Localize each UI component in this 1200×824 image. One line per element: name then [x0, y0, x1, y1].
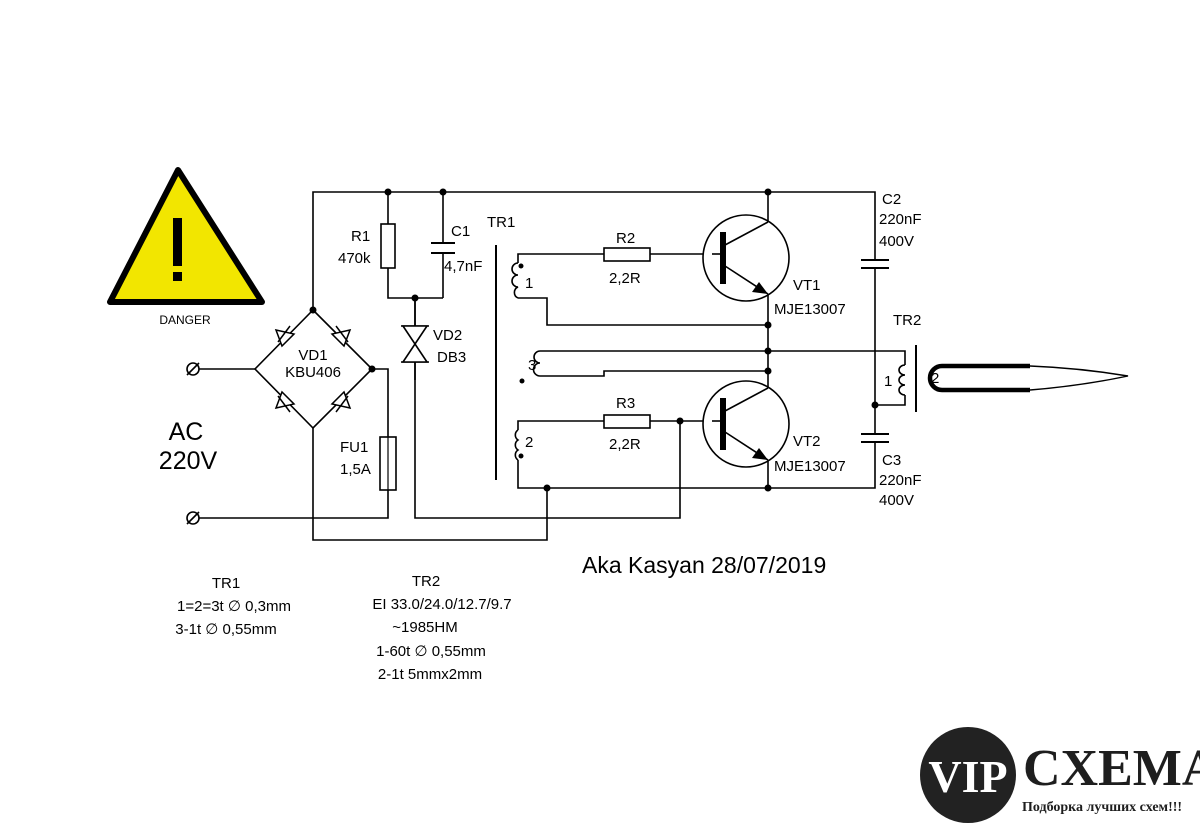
tr1-winding-notes: TR1 1=2=3t ∅ 0,3mm 3-1t ∅ 0,55mm — [175, 575, 291, 638]
r3-ref: R3 — [616, 395, 635, 412]
c1-value: 4,7nF — [444, 258, 482, 275]
logo-circle-text: VIP — [928, 751, 1007, 802]
tr1-pin3: 3 — [528, 357, 536, 374]
vipcxema-logo: VIP CXEMA Подборка лучших схем!!! — [920, 727, 1200, 823]
logo-brand: CXEMA — [1023, 740, 1200, 797]
r2-value: 2,2R — [609, 270, 641, 287]
tr2-note-line1: EI 33.0/24.0/12.7/9.7 — [372, 596, 511, 613]
diode-icon — [330, 390, 352, 413]
tr2-note-line2: ~1985HM — [392, 619, 457, 636]
transistor-vt2: VT2 MJE13007 — [702, 380, 846, 475]
r3-value: 2,2R — [609, 436, 641, 453]
tr2-note-line4: 2-1t 5mmx2mm — [378, 666, 482, 683]
c2-value: 220nF — [879, 211, 922, 228]
tr2-ref: TR2 — [893, 312, 921, 329]
transformer-tr1: TR1 1 3 2 — [487, 214, 541, 480]
diac-vd2: VD2 DB3 — [401, 298, 466, 380]
terminal-top-icon — [186, 362, 200, 376]
fu1-value: 1,5A — [340, 461, 371, 478]
resistor-r2: R2 2,2R — [603, 230, 651, 287]
ac-voltage-label: 220V — [159, 447, 218, 475]
diode-icon — [274, 390, 296, 413]
resistor-r3: R3 2,2R — [603, 395, 651, 453]
danger-warning-sign: DANGER — [107, 167, 265, 327]
tr2-winding-notes: TR2 EI 33.0/24.0/12.7/9.7 ~1985HM 1-60t … — [372, 573, 511, 683]
tr1-winding-2: 2 — [514, 429, 533, 461]
vt1-ref: VT1 — [793, 277, 821, 294]
c3-value: 220nF — [879, 472, 922, 489]
logo-circle-icon — [920, 727, 1016, 823]
tr1-note-title: TR1 — [212, 575, 240, 592]
r1-ref: R1 — [351, 228, 370, 245]
author-signature: Aka Kasyan 28/07/2019 — [582, 552, 826, 578]
exclamation-dot — [173, 272, 182, 281]
vt2-ref: VT2 — [793, 433, 821, 450]
tr2-pin1: 1 — [884, 373, 892, 390]
capacitor-c2: C2 220nF 400V — [861, 191, 922, 269]
tr1-winding-3: 3 — [519, 350, 541, 384]
tr2-note-title: TR2 — [412, 573, 440, 590]
vt2-value: MJE13007 — [774, 458, 846, 475]
c3-rating: 400V — [879, 492, 914, 509]
r1-value: 470k — [338, 250, 371, 267]
tr1-winding-1: 1 — [511, 262, 533, 299]
capacitor-c3: C3 220nF 400V — [861, 433, 922, 509]
tr2-pin2: 2 — [931, 370, 939, 387]
tr1-note-line1: 1=2=3t ∅ 0,3mm — [177, 598, 291, 615]
output-loop-icon — [927, 363, 1030, 393]
terminal-bottom-icon — [186, 511, 200, 525]
vd2-ref: VD2 — [433, 327, 462, 344]
warning-triangle-icon — [107, 167, 265, 305]
exclamation-bar — [173, 218, 182, 266]
r2-ref: R2 — [616, 230, 635, 247]
c3-ref: C3 — [882, 452, 901, 469]
capacitor-c1: C1 4,7nF — [431, 223, 482, 275]
vd1-ref: VD1 — [298, 347, 327, 364]
diode-icon — [330, 325, 352, 348]
vd1-value: KBU406 — [285, 364, 341, 381]
ac-input: AC 220V — [159, 362, 218, 525]
vt1-value: MJE13007 — [774, 301, 846, 318]
bridge-rectifier-vd1: VD1 KBU406 — [253, 308, 374, 430]
c1-ref: C1 — [451, 223, 470, 240]
c2-rating: 400V — [879, 233, 914, 250]
danger-label: DANGER — [159, 313, 211, 327]
vd2-value: DB3 — [437, 349, 466, 366]
npn-transistor-icon — [702, 214, 790, 302]
transistor-vt1: VT1 MJE13007 — [702, 214, 846, 318]
arc-tip-icon — [1029, 365, 1129, 391]
ac-label: AC — [169, 418, 204, 446]
fuse-fu1: FU1 1,5A — [340, 436, 397, 491]
fu1-ref: FU1 — [340, 439, 368, 456]
resistor-r1: R1 470k — [338, 223, 396, 269]
tr2-note-line3: 1-60t ∅ 0,55mm — [376, 643, 486, 660]
logo-tagline: Подборка лучших схем!!! — [1022, 800, 1182, 815]
tr1-pin2: 2 — [525, 434, 533, 451]
transformer-tr2: TR2 1 2 — [884, 312, 1129, 412]
tr1-note-line2: 3-1t ∅ 0,55mm — [175, 621, 276, 638]
c2-ref: C2 — [882, 191, 901, 208]
diode-icon — [274, 325, 296, 348]
tr1-pin1: 1 — [525, 275, 533, 292]
tr1-ref: TR1 — [487, 214, 515, 231]
npn-transistor-icon — [702, 380, 790, 468]
